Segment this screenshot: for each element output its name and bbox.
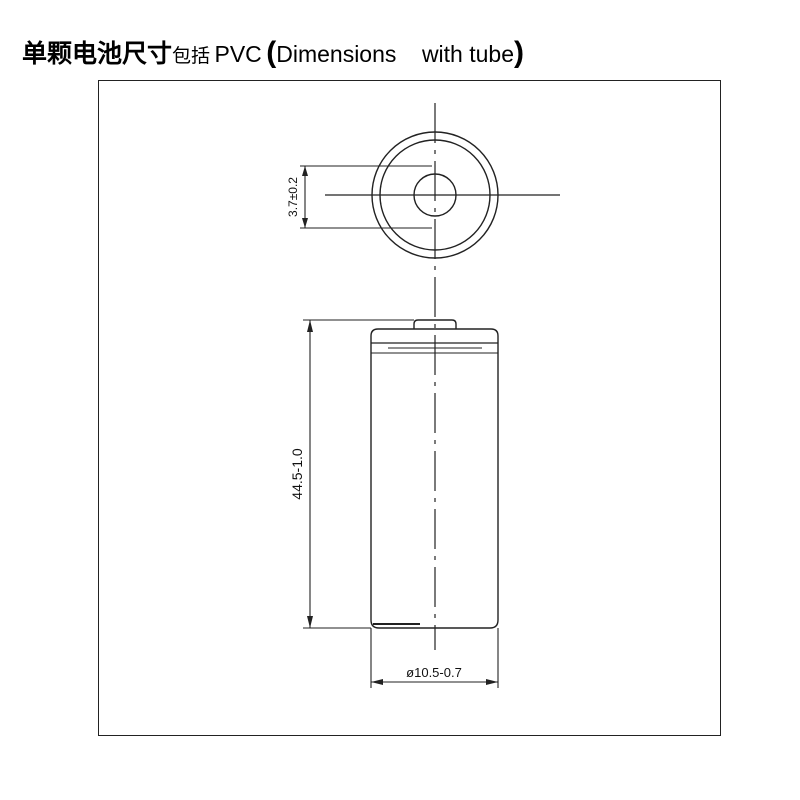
arrow-terminal-bottom [302, 218, 308, 228]
battery-body-outline [370, 352, 499, 629]
arrow-height-top [307, 320, 313, 332]
positive-terminal [413, 319, 457, 329]
arrow-terminal-top [302, 166, 308, 176]
arrow-height-bottom [307, 616, 313, 628]
drawing-frame [98, 80, 721, 736]
page-title: 单颗电池尺寸包括 PVC (Dimensions with tube) [22, 34, 524, 70]
title-close-paren: ) [514, 36, 525, 69]
title-pvc: PVC [214, 41, 262, 67]
title-chinese-bold: 单颗电池尺寸 [22, 39, 173, 68]
terminal-diameter-label: 3.7±0.2 [286, 177, 300, 217]
title-chinese-light: 包括 [172, 45, 211, 67]
title-english: Dimensions with tube [276, 41, 515, 67]
battery-top-cap [370, 328, 499, 352]
arrow-diameter-right [486, 679, 498, 685]
arrow-diameter-left [371, 679, 383, 685]
diameter-label: ø10.5-0.7 [406, 665, 462, 680]
height-label: 44.5-1.0 [289, 448, 305, 500]
title-open-paren: ( [266, 36, 277, 69]
